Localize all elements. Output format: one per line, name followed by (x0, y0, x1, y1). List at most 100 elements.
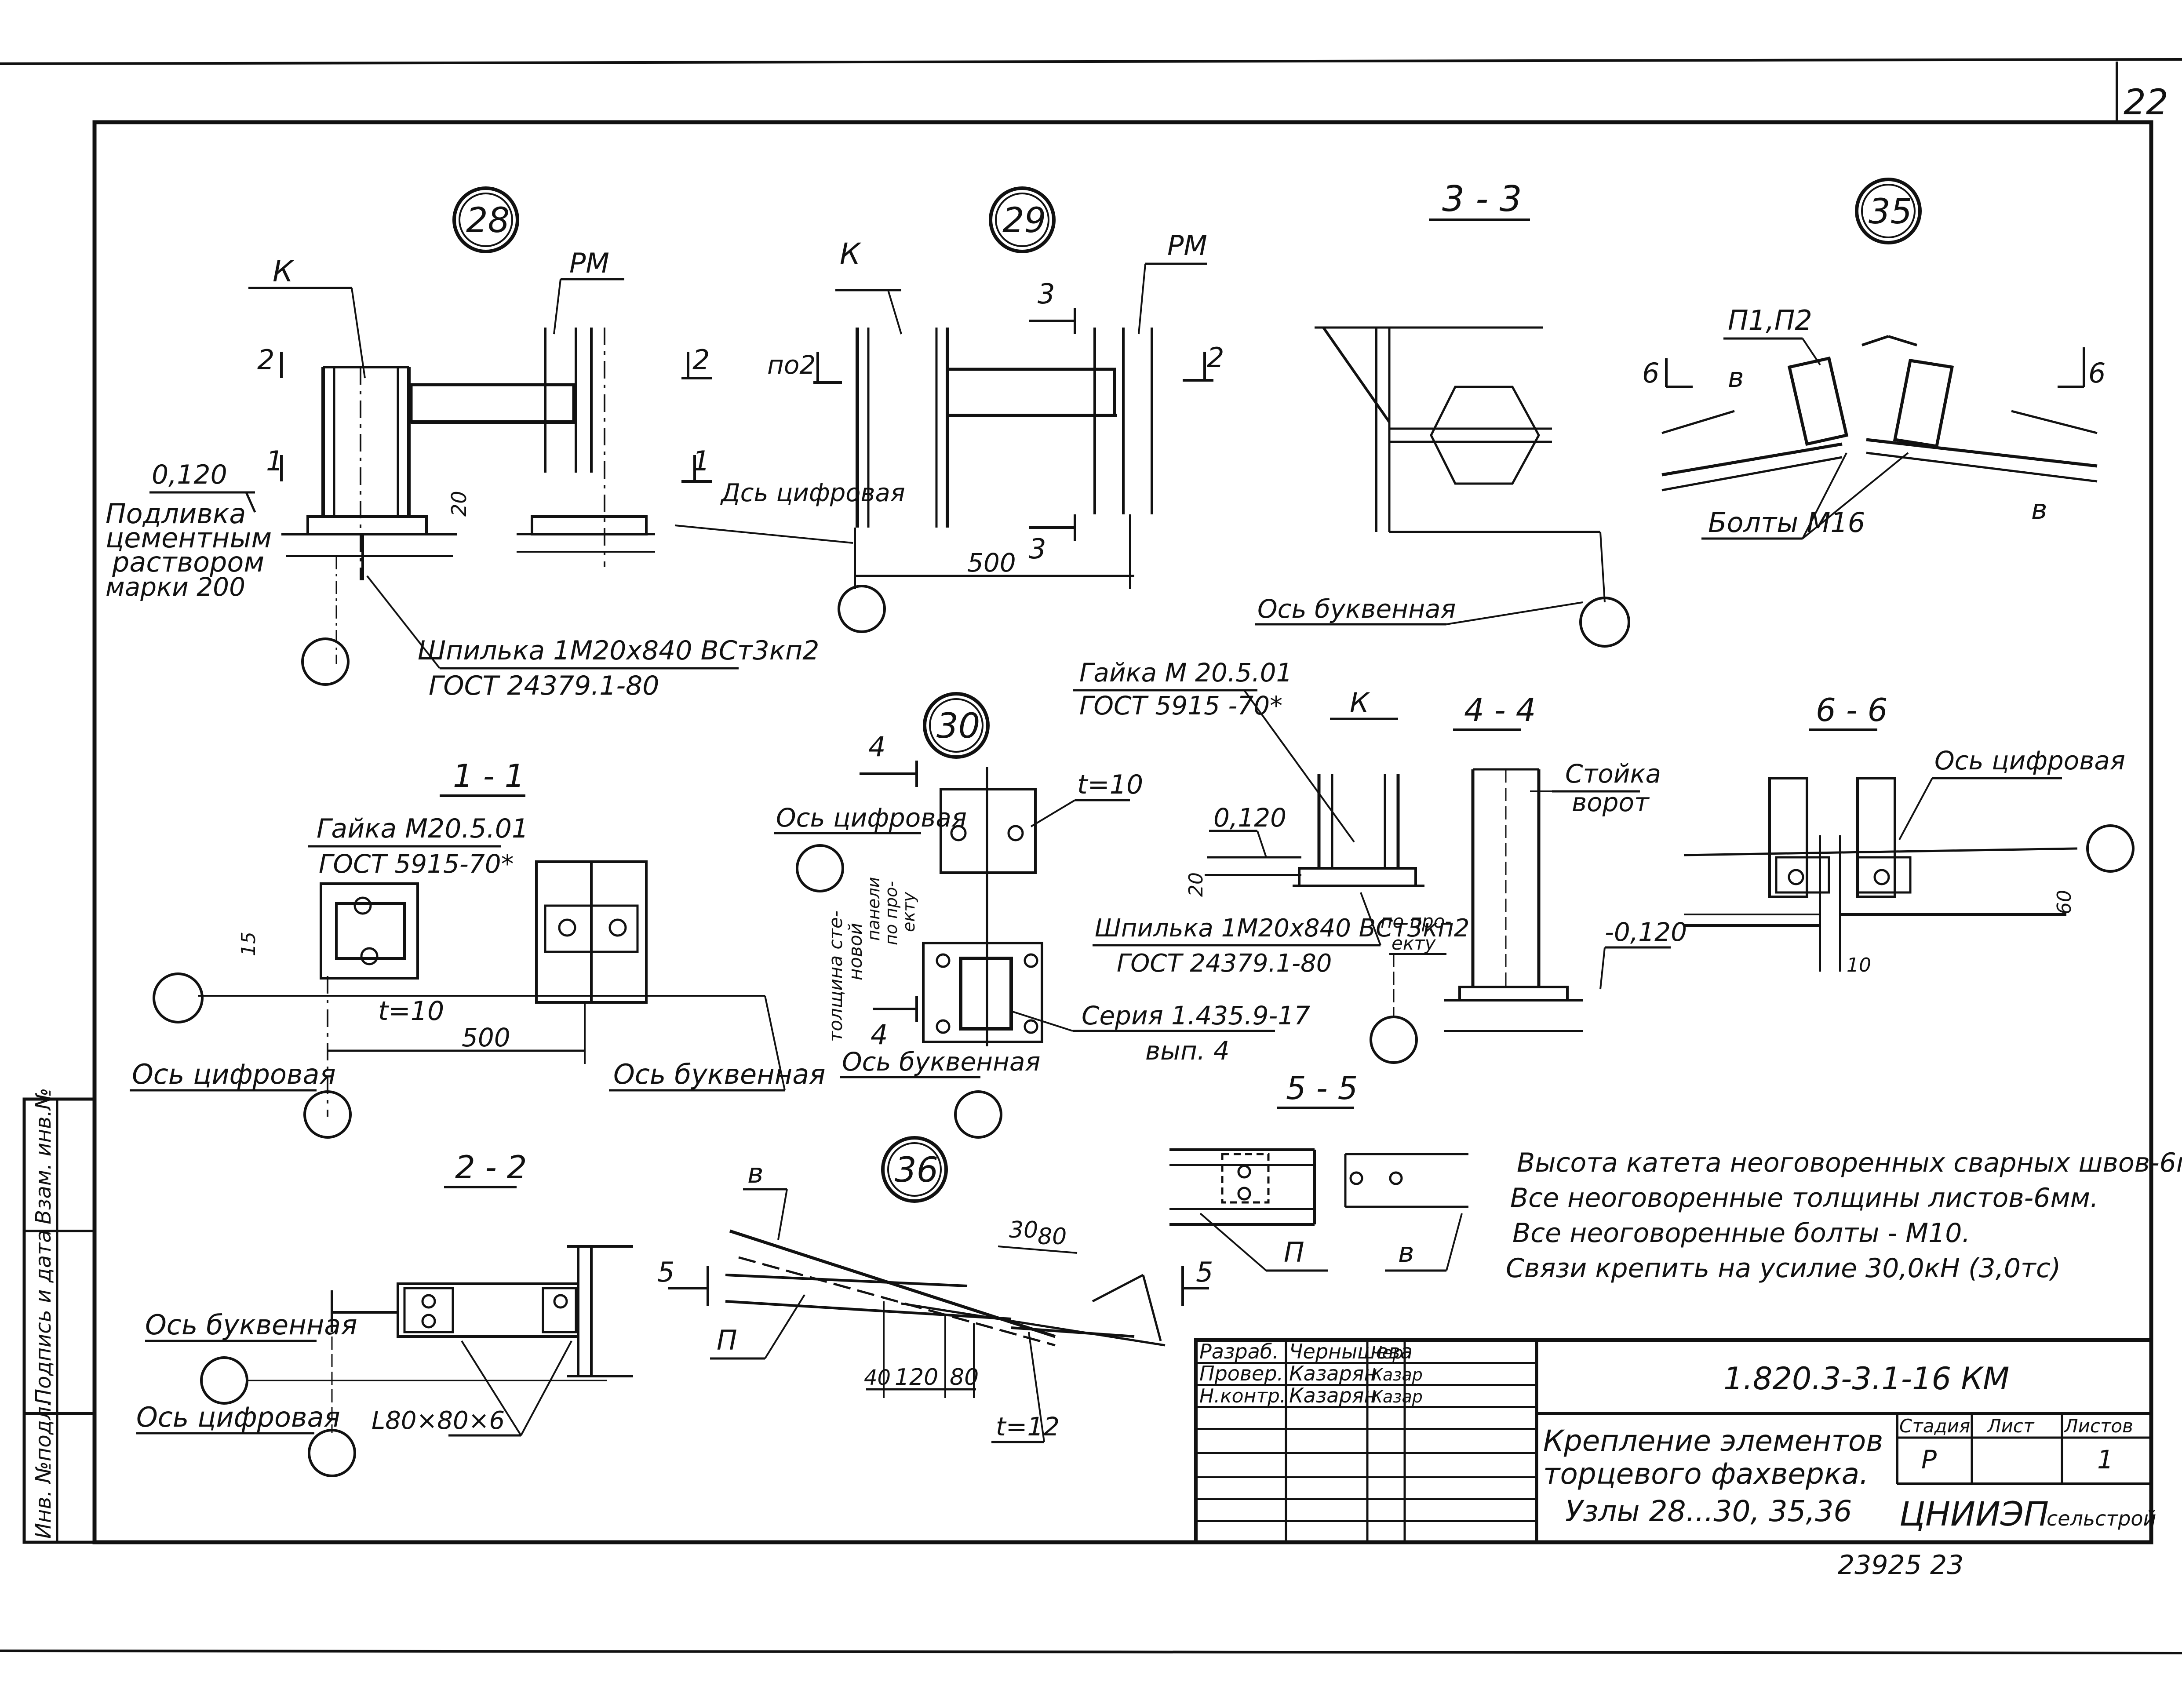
note-1: Высота катета неоговоренных сварных швов… (1517, 1147, 2182, 1178)
panel-thk-1: толщина сте- (825, 910, 846, 1042)
axis-digit-66: Ось цифровая (1934, 746, 2125, 776)
axis-digit-30: Ось цифровая (776, 803, 967, 833)
tb-code: 1.820.3-3.1-16 КМ (1723, 1361, 2009, 1397)
section-6-6-detail: 6 - 6 10 60 Ось цифровая (1683, 692, 2135, 976)
stud-small-1: Шпилька 1М20х840 ВСт3кп2 (1095, 914, 1470, 943)
panel-thk-4: по про- (882, 881, 901, 945)
level-m0120: -0,120 (1605, 917, 1687, 947)
label-po2: по2 (767, 350, 816, 380)
tb-title-3: Узлы 28...30, 35,36 (1565, 1494, 1852, 1528)
cut-5-right: 5 (1196, 1256, 1213, 1288)
tb-name-2: Казарян (1289, 1362, 1377, 1385)
section-33-label: 3 - 3 (1442, 178, 1522, 219)
dim-15-11: 15 (237, 932, 260, 956)
axis-digit-22: Ось цифровая (136, 1401, 340, 1433)
node-28-label: 28 (466, 201, 510, 240)
nut-b-1: Гайка М 20.5.01 (1079, 658, 1292, 688)
tb-sign-2: Казар (1371, 1365, 1423, 1384)
axis-letter-11: Ось буквенная (613, 1058, 826, 1090)
tb-org-1: ЦНИИЭП (1899, 1494, 2049, 1533)
bottom-number: 23925 23 (1838, 1550, 1963, 1581)
tb-role-2: Провер. (1199, 1362, 1283, 1385)
cut-1-right: 1 (692, 445, 710, 477)
tb-name-3: Казарян (1289, 1384, 1377, 1407)
cut-4-bottom: 4 (871, 1019, 888, 1051)
nut-b-2: ГОСТ 5915 -70* (1079, 691, 1282, 721)
label-v-35b: в (2031, 493, 2047, 525)
node-29-detail: 29 500 Дсь цифровая К РМ по2 2 3 3 (674, 186, 1224, 633)
label-p1p2: П1,П2 (1728, 304, 1812, 336)
label-p-36: П (717, 1324, 737, 1356)
section-1-1-detail: 1 - 1 Гайка М20.5.01 ГОСТ 5915-70* 500 t… (130, 757, 826, 1139)
gate-post-2: ворот (1572, 787, 1650, 817)
note-4: Связи крепить на усилие 30,0кН (3,0тс) (1506, 1253, 2061, 1284)
label-bolts-m16: Болты М16 (1708, 506, 1865, 539)
node-28-detail: 28 2 1 2 1 (106, 186, 819, 701)
node-35-detail: 35 П1,П2 в в Болты М16 6 6 (1642, 178, 2106, 540)
grout-line-2: цементным (106, 522, 272, 554)
label-rm-29: РМ (1167, 229, 1207, 262)
side-stamp-sign: Подпись и дата (31, 1230, 56, 1405)
node-35-label: 35 (1869, 192, 1912, 232)
label-p-55: П (1284, 1236, 1304, 1268)
section-2-2-detail: 2 - 2 Ось буквенная Ось цифровая L80×80×… (136, 1149, 633, 1477)
cut-3-top: 3 (1038, 278, 1055, 310)
cut-5-left: 5 (657, 1256, 674, 1288)
cut-2-right: 2 (692, 344, 710, 376)
tb-stage: Р (1921, 1445, 1937, 1475)
cut-6-left: 6 (1642, 357, 1659, 389)
tb-org-2: сельстрой (2047, 1507, 2156, 1530)
section-5-5-detail: 5 - 5 П в (1169, 1070, 1468, 1272)
tb-stage-header: Стадия (1899, 1415, 1970, 1437)
tb-title-1: Крепление элементов (1543, 1424, 1883, 1458)
dim-80b-36: 80 (1038, 1224, 1067, 1250)
proj-1-44: по про- (1381, 910, 1451, 932)
node-29-label: 29 (1002, 201, 1046, 240)
axis-letter-33: Ось буквенная (1257, 594, 1456, 624)
tb-sign-3: Казар (1371, 1387, 1423, 1406)
grout-line-1: Подливка (106, 498, 246, 530)
axis-digit-11: Ось цифровая (132, 1058, 336, 1090)
panel-thk-2: новой (845, 923, 866, 980)
stud-label-2: ГОСТ 24379.1-80 (429, 670, 659, 701)
series-2: вып. 4 (1145, 1036, 1230, 1066)
proj-2-44: екту (1392, 932, 1436, 954)
tb-role-3: Н.контр. (1199, 1385, 1286, 1407)
tb-sheets: 1 (2097, 1445, 2113, 1475)
section-11-label: 1 - 1 (453, 757, 525, 794)
cut-2-29: 2 (1207, 342, 1224, 374)
label-k-44: К (1350, 687, 1370, 719)
dim-500-11: 500 (462, 1023, 510, 1052)
general-notes: Высота катета неоговоренных сварных швов… (1506, 1147, 2182, 1284)
label-v-35a: в (1728, 361, 1744, 393)
dim-10-66: 10 (1847, 954, 1871, 976)
axis-letter-22: Ось буквенная (145, 1309, 357, 1341)
dim-500-29: 500 (967, 548, 1016, 578)
section-44-label: 4 - 4 (1464, 692, 1536, 728)
panel-thk-3: панели (864, 877, 883, 941)
nut-label-1: Гайка М20.5.01 (317, 813, 528, 844)
dim-40-36: 40 (864, 1366, 891, 1390)
dim-20-28: 20 (447, 491, 471, 517)
sheet-frame (0, 58, 2182, 1654)
sheet-number: 22 (2124, 82, 2168, 123)
level-0120-44: 0,120 (1213, 803, 1286, 833)
axis-letter-30: Ось буквенная (842, 1047, 1040, 1077)
panel-thk-5: екту (899, 892, 918, 932)
gate-post-1: Стойка (1565, 759, 1661, 789)
tb-title-2: торцевого фахверка. (1543, 1457, 1869, 1491)
label-k-28: К (273, 255, 295, 288)
section-22-label: 2 - 2 (455, 1149, 527, 1186)
tb-role-1: Разраб. (1199, 1340, 1279, 1363)
tb-sign-1: Чер (1371, 1343, 1403, 1362)
side-stamp: Инв. №подл. Подпись и дата Взам. инв.№ (22, 1088, 96, 1544)
label-k-29: К (840, 237, 862, 271)
node-36-label: 36 (895, 1151, 938, 1190)
series-1: Серия 1.435.9-17 (1082, 1001, 1310, 1031)
side-stamp-inv: Инв. №подл. (31, 1400, 56, 1539)
tb-sheets-header: Листов (2063, 1415, 2133, 1437)
node-36-detail: 36 в П 5 5 40 120 80 30 80 t=12 (657, 1136, 1213, 1443)
tb-sheet-header: Лист (1986, 1415, 2035, 1437)
dim-60-66: 60 (2053, 890, 2076, 914)
